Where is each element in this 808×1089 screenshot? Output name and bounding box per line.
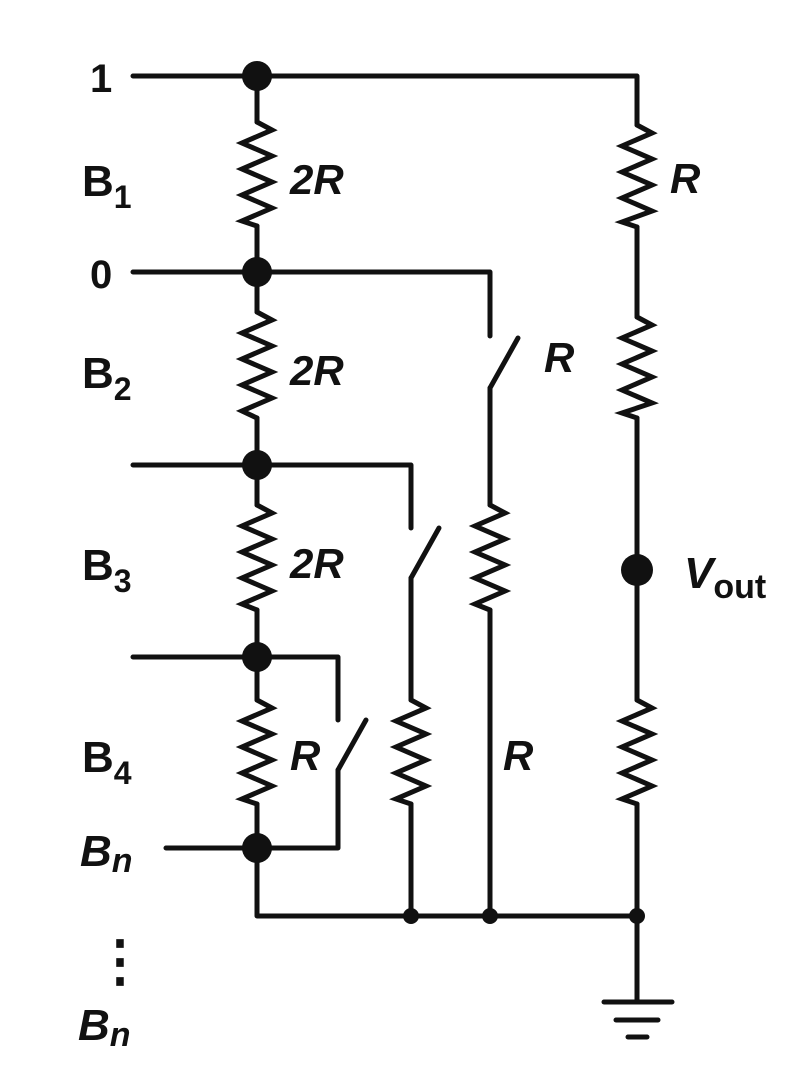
input-label-1: 1 (90, 57, 112, 101)
resistor-label-2r-b1: 2R (289, 156, 344, 203)
wire-input-1 (130, 73, 640, 128)
resistor-label-2r-b3: 2R (289, 540, 344, 587)
switch-b2 (408, 525, 442, 581)
wire-ladder-n4 (254, 801, 640, 919)
junction-dot-node-b3 (242, 642, 272, 672)
bit-label-b4: B4 (82, 733, 132, 791)
wire-node-b2 (130, 462, 414, 531)
resistor-r-right-low (615, 697, 659, 807)
resistor-label-r-b4: R (290, 732, 321, 779)
junction-dot-node-bn (242, 833, 272, 863)
junction-dot-input-0 (242, 257, 272, 287)
wire-input-bn (163, 767, 341, 851)
junction-dot-vout (621, 554, 653, 586)
resistor-2r-b1 (235, 119, 279, 229)
bit-label-b3: B3 (82, 541, 132, 599)
resistor-2r-b3 (235, 502, 279, 613)
wire-input-0 (130, 269, 493, 339)
bit-label-bn-bottom: Bn (78, 1001, 131, 1054)
resistor-label-r-right-top: R (670, 155, 701, 202)
junction-dot-input-1 (242, 61, 272, 91)
resistor-label-r-branch-lower: R (503, 732, 534, 779)
input-label-0: 0 (90, 253, 112, 297)
bit-label-b1: B1 (82, 157, 132, 215)
junction-dot-bottom-c (629, 908, 645, 924)
bit-label-b2: B2 (82, 349, 132, 407)
resistor-r-right-top (614, 122, 659, 230)
resistor-r-right-mid (614, 314, 659, 421)
resistor-r-switch2-branch (389, 697, 433, 807)
bit-label-bn-mid: Bn (80, 827, 133, 880)
switch-b3 (335, 717, 369, 773)
resistor-r-switch1-branch (468, 502, 512, 613)
junction-dot-bottom-a (403, 908, 419, 924)
junction-dot-bottom-b (482, 908, 498, 924)
vout-label: Vout (684, 549, 766, 606)
ground-symbol (601, 999, 675, 1040)
junction-dot-node-b2 (242, 450, 272, 480)
wire-node-b3 (130, 654, 341, 723)
ellipsis-label: ⋮ (92, 929, 148, 992)
resistor-label-2r-b2: 2R (289, 347, 344, 394)
resistor-r-b4 (235, 697, 279, 807)
resistor-label-r-switch-top: R (544, 334, 575, 381)
switch-b1 (487, 335, 521, 391)
resistor-2r-b2 (235, 309, 279, 421)
